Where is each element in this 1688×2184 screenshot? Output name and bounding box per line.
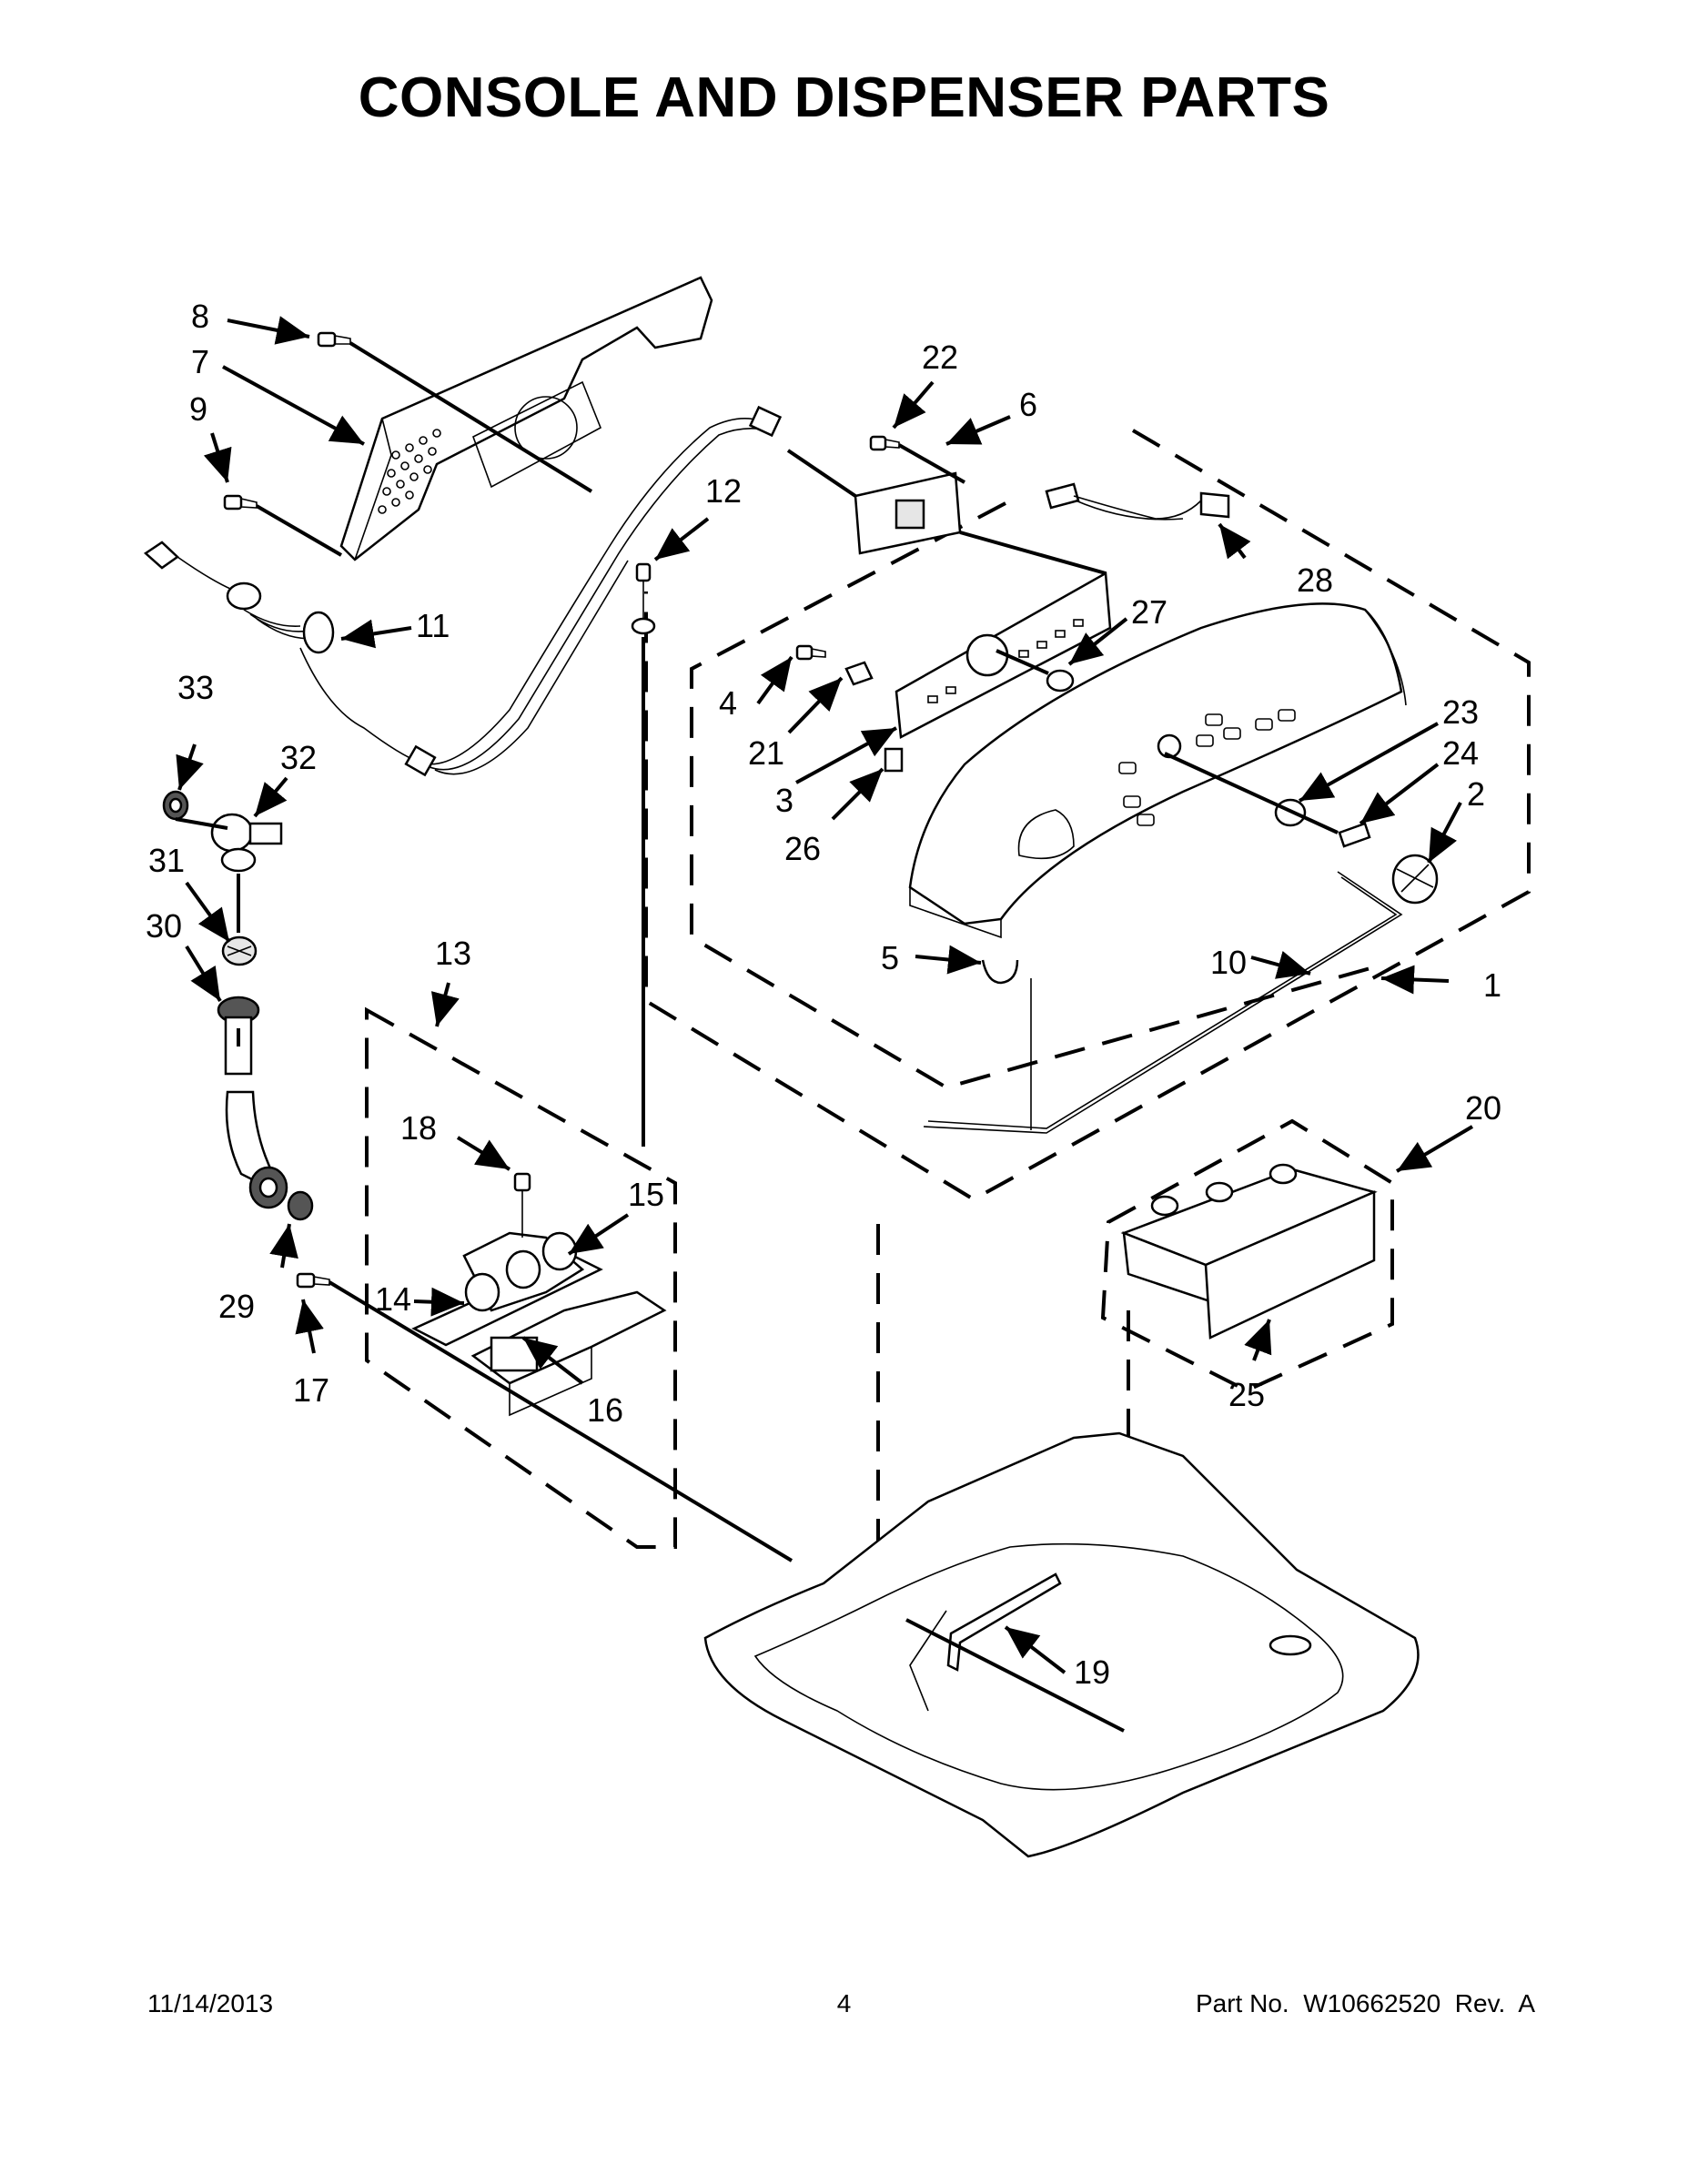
inlet-hose-30: [217, 996, 275, 1185]
hose-washer-29: [248, 1166, 314, 1221]
callout-27: 27: [1131, 593, 1167, 631]
callout-11: 11: [416, 607, 450, 644]
top-panel: [703, 1431, 1420, 1858]
callout-21: 21: [748, 734, 784, 772]
rear-console-panel: [339, 276, 713, 561]
power-cord: [143, 541, 421, 763]
callout-9: 9: [189, 390, 207, 428]
screw-22: [869, 435, 900, 451]
callout-12: 12: [705, 472, 742, 510]
valve-screw-17: [296, 1272, 330, 1289]
screw-4: [795, 644, 826, 661]
console-housing: [908, 602, 1407, 939]
callout-1: 1: [1483, 966, 1501, 1004]
wire-harness: [404, 405, 783, 777]
callout-labels: 8 7 9 11 12 22 6 28 27 4 21 3 26 23 24 2…: [146, 298, 1501, 1691]
callout-23: 23: [1442, 693, 1479, 731]
inlet-fitting-32: [210, 813, 283, 873]
callout-2: 2: [1467, 775, 1485, 813]
callout-7: 7: [191, 343, 209, 380]
knob-shaft-24: [1338, 822, 1371, 848]
callout-29: 29: [218, 1288, 255, 1325]
console-assembly-boundary: [644, 429, 1531, 1202]
footer-page-number: 4: [836, 1989, 852, 2017]
clip-21: [844, 661, 874, 686]
callout-24: 24: [1442, 734, 1479, 772]
callout-31: 31: [148, 842, 185, 879]
callout-17: 17: [293, 1371, 329, 1409]
callout-32: 32: [280, 739, 317, 776]
hinge-5: [981, 959, 1019, 985]
wire-harness-28: [1045, 482, 1230, 521]
screw-9: [223, 494, 258, 511]
control-board-6: [854, 471, 962, 555]
water-valve-assembly: [411, 1231, 667, 1417]
callout-30: 30: [146, 907, 182, 945]
valve-assembly-boundary: [365, 1006, 677, 1549]
bracket-26: [884, 747, 904, 773]
end-cap-10: [923, 871, 1403, 1134]
callout-6: 6: [1019, 386, 1037, 423]
callout-33: 33: [177, 669, 214, 706]
callout-19: 19: [1074, 1653, 1110, 1691]
support-bracket-19: [946, 1572, 1062, 1672]
callout-4: 4: [719, 684, 737, 722]
callout-3: 3: [775, 782, 793, 819]
screw-8: [317, 331, 351, 348]
knob-2: [1391, 854, 1439, 905]
callout-25: 25: [1228, 1376, 1265, 1413]
callout-20: 20: [1465, 1089, 1501, 1127]
bleach-dispenser-20: [1120, 1163, 1378, 1340]
footer-part-number: Part No. W10662520 Rev. A: [1195, 1989, 1535, 2017]
leader-lines: [175, 316, 1474, 1733]
callout-8: 8: [191, 298, 209, 335]
callout-18: 18: [400, 1109, 437, 1147]
valve-screw-18: [513, 1172, 531, 1238]
callout-14: 14: [375, 1280, 411, 1318]
page-title: CONSOLE AND DISPENSER PARTS: [358, 66, 1330, 129]
o-ring-27: [1046, 669, 1075, 693]
callout-10: 10: [1210, 944, 1247, 981]
inlet-screen-31: [221, 935, 258, 966]
callout-22: 22: [922, 339, 958, 376]
callout-26: 26: [784, 830, 821, 867]
dispenser-assembly-boundary: [1100, 1118, 1394, 1393]
ground-screw: [631, 562, 656, 635]
footer-date: 11/14/2013: [147, 1989, 274, 2017]
callout-16: 16: [587, 1391, 623, 1429]
callout-13: 13: [435, 935, 471, 972]
callout-15: 15: [628, 1176, 664, 1213]
callout-5: 5: [881, 939, 899, 976]
inlet-washer-33: [162, 790, 189, 821]
callout-28: 28: [1297, 561, 1333, 599]
